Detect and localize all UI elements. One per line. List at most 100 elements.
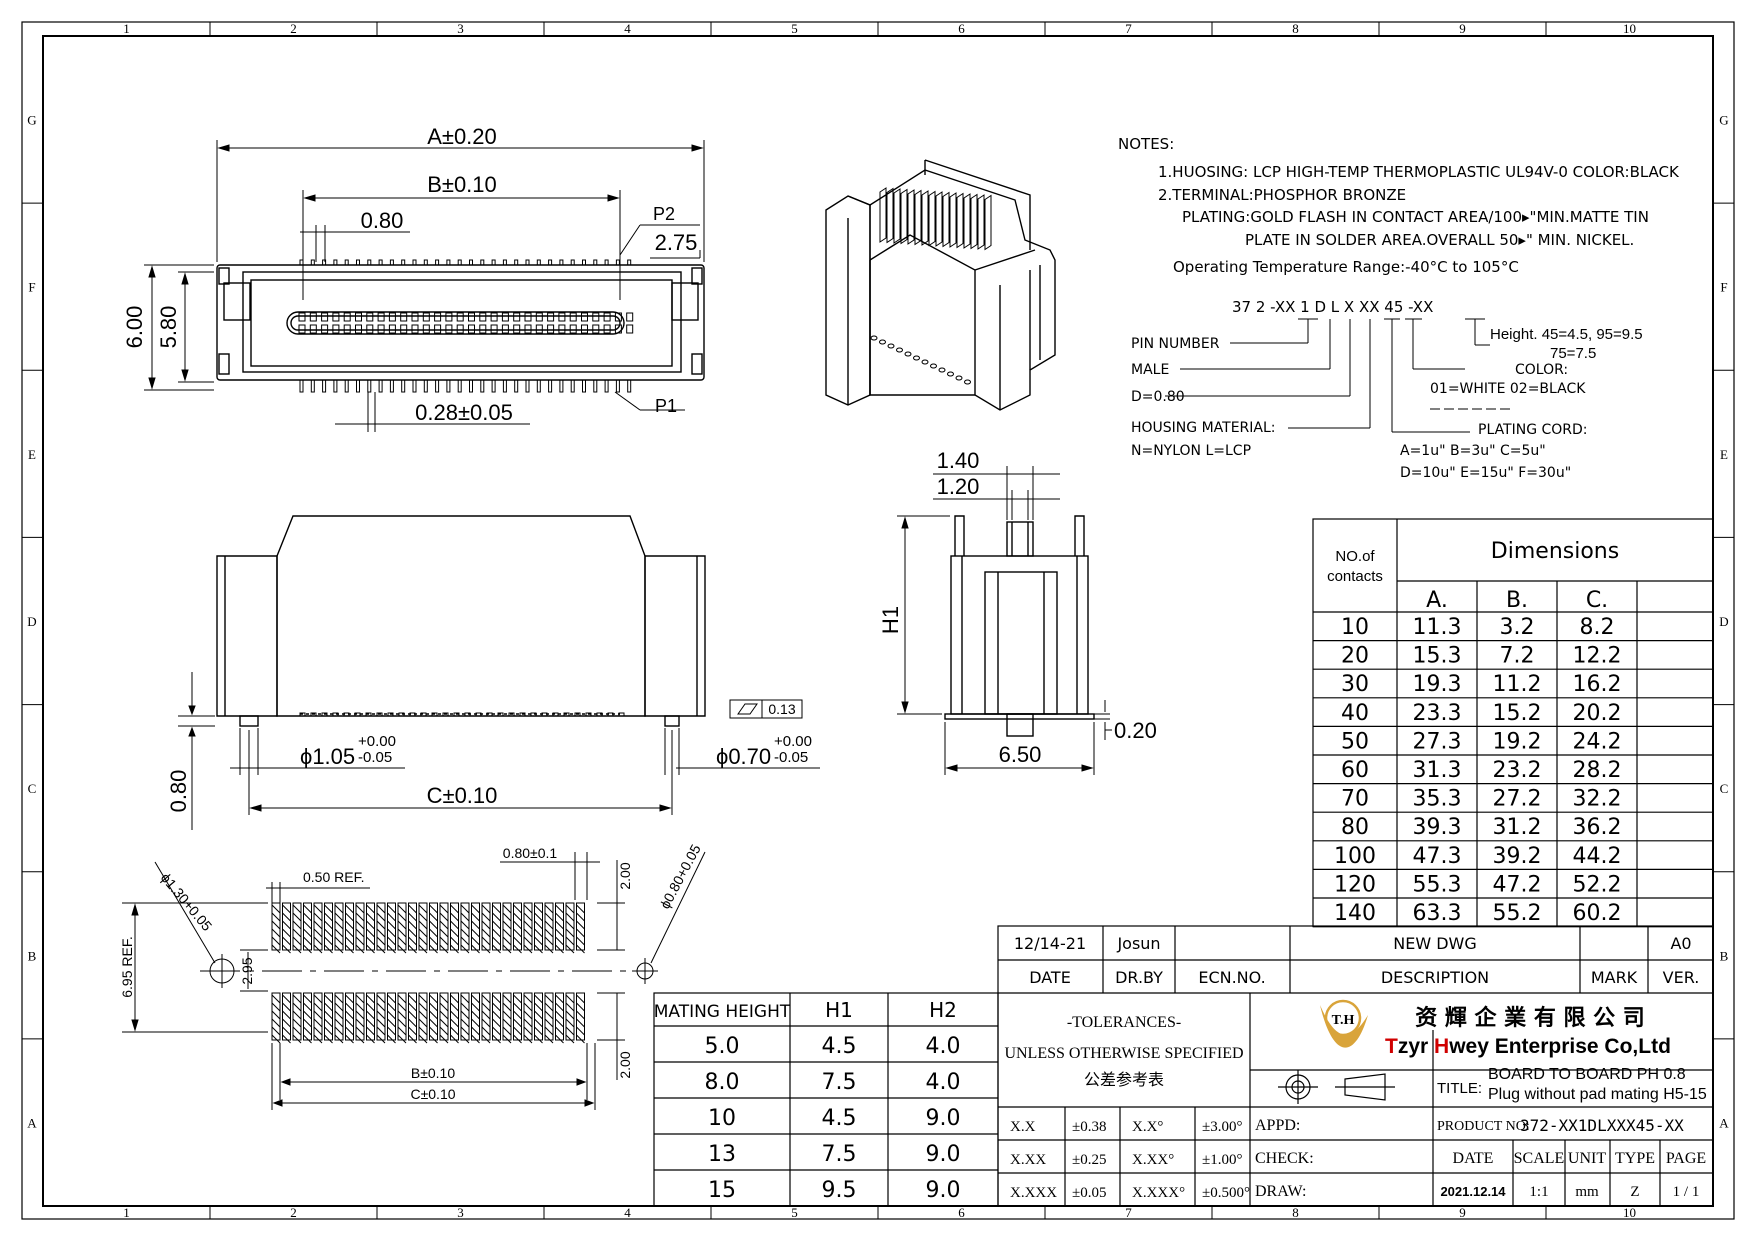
pin [333, 379, 338, 393]
frame-row-label: F [1720, 280, 1727, 295]
pin [615, 379, 620, 393]
pcb-pad [292, 992, 302, 1041]
contact [592, 312, 600, 322]
height-inner-label: 5.80 [156, 306, 181, 349]
color-code-label: COLOR: [1515, 362, 1568, 378]
tb-date-label: DATE [1029, 968, 1071, 987]
contact [569, 324, 577, 334]
pcb-pad [513, 992, 522, 1041]
pin [389, 259, 394, 266]
frame-row-label: B [28, 948, 37, 963]
pin [604, 379, 609, 393]
dim-table-col-header: A. [1426, 588, 1448, 613]
pin [536, 259, 541, 266]
dim-table-group-header: Dimensions [1491, 539, 1619, 564]
dim-table-cell: 8.2 [1580, 615, 1615, 640]
tolerance-cell: ±0.25 [1072, 1152, 1106, 1168]
contact [434, 312, 442, 322]
pad-len-bottom-label: 2.00 [617, 1051, 633, 1078]
contact [332, 324, 340, 334]
contact [977, 194, 985, 250]
depth-label: 6.50 [999, 742, 1042, 767]
dim-table-cell: 40 [1341, 701, 1369, 726]
contact [614, 324, 622, 334]
contact [332, 312, 340, 322]
pcb-pad [492, 902, 501, 951]
logo-text: T.H [1332, 1013, 1355, 1028]
pin [435, 379, 440, 393]
frame-col-label: 5 [791, 21, 798, 36]
dim-table-cell: 31.2 [1493, 815, 1542, 840]
dim-table-col-header: B. [1506, 588, 1528, 613]
title-block-value: 1:1 [1529, 1184, 1548, 1200]
pcb-layout-labels: ϕ1.30+0.05 0.50 REF. 0.80±0.1 2.00 ϕ0.80… [119, 841, 704, 1102]
plating-options-1: A=1u" B=3u" C=5u" [1400, 443, 1546, 459]
pin [870, 335, 878, 341]
contact [535, 324, 543, 334]
pcb-pad [355, 902, 365, 951]
pin [401, 379, 406, 393]
contact [963, 193, 971, 249]
pin [604, 259, 609, 266]
male-label: MALE [1131, 362, 1169, 378]
contact [513, 312, 521, 322]
dim-table-cell: 20.2 [1573, 701, 1622, 726]
contact [558, 312, 566, 322]
dim-table-cell: 60 [1341, 758, 1369, 783]
pin-number-label: PIN NUMBER [1131, 336, 1220, 352]
pin [548, 379, 553, 393]
pin [938, 367, 946, 373]
title-block: 12/14-21 Josun NEW DWG A0 DATE DR.BY ECN… [997, 925, 1714, 1207]
post-left-tol-lower: -0.05 [358, 749, 392, 766]
pcb-pad [408, 992, 417, 1041]
pcb-pad [502, 992, 512, 1041]
pin [423, 259, 428, 266]
contact [411, 324, 419, 334]
mating-table-cell: 9.0 [926, 1142, 961, 1167]
frame-col-label: 9 [1459, 1205, 1466, 1220]
dim-table-cell: 55.2 [1493, 901, 1542, 926]
mating-table-cell: 4.5 [822, 1106, 857, 1131]
tolerance-cell: ±0.500° [1202, 1185, 1250, 1201]
dim-table-cell: 47.2 [1493, 872, 1542, 897]
pin [570, 259, 575, 266]
post-right-tol-lower: -0.05 [774, 749, 808, 766]
pcb-pad [282, 992, 291, 1041]
tb-desc-value: NEW DWG [1393, 934, 1477, 953]
pcb-pad [450, 992, 459, 1041]
tb-drby-label: DR.BY [1115, 968, 1163, 987]
pcb-pad [460, 902, 470, 951]
pin [491, 259, 496, 266]
pin [921, 359, 929, 365]
pin [582, 379, 586, 393]
pcb-pad [397, 992, 407, 1041]
pin [446, 379, 451, 393]
contact [592, 324, 600, 334]
dim-table-cell: 11.3 [1413, 615, 1462, 640]
pin [344, 259, 349, 266]
mating-table-cell: 9.5 [822, 1178, 857, 1203]
dim-table-cell: 140 [1334, 901, 1376, 926]
note-line-1: 1.HUOSING: LCP HIGH-TEMP THERMOPLASTIC U… [1158, 163, 1680, 181]
contact [900, 188, 908, 245]
pcb-pad [523, 902, 533, 951]
dim-table-cell: 32.2 [1573, 787, 1622, 812]
tb-date-value: 12/14-21 [1014, 934, 1086, 953]
pitch-code-label: D=0.80 [1131, 389, 1185, 405]
pad-ref-label: 0.50 REF. [303, 869, 364, 885]
pcb-dim-c-label: C±0.10 [410, 1086, 455, 1102]
pcb-pad [376, 992, 386, 1041]
pin [904, 351, 912, 357]
width-2-label: 1.20 [937, 474, 980, 499]
pin [457, 379, 462, 393]
frame-col-label: 1 [123, 1205, 130, 1220]
height-code-label: Height. 45=4.5, 95=9.5 [1490, 326, 1643, 343]
pin [469, 259, 473, 266]
tolerance-cell: ±1.00° [1202, 1152, 1242, 1168]
dim-a-label: A±0.20 [427, 124, 497, 149]
contact [355, 324, 362, 334]
contact [914, 189, 922, 246]
dim-table-cell: 7.2 [1500, 644, 1535, 669]
pcb-pad [429, 902, 438, 951]
mating-table-cell: 8.0 [705, 1070, 740, 1095]
